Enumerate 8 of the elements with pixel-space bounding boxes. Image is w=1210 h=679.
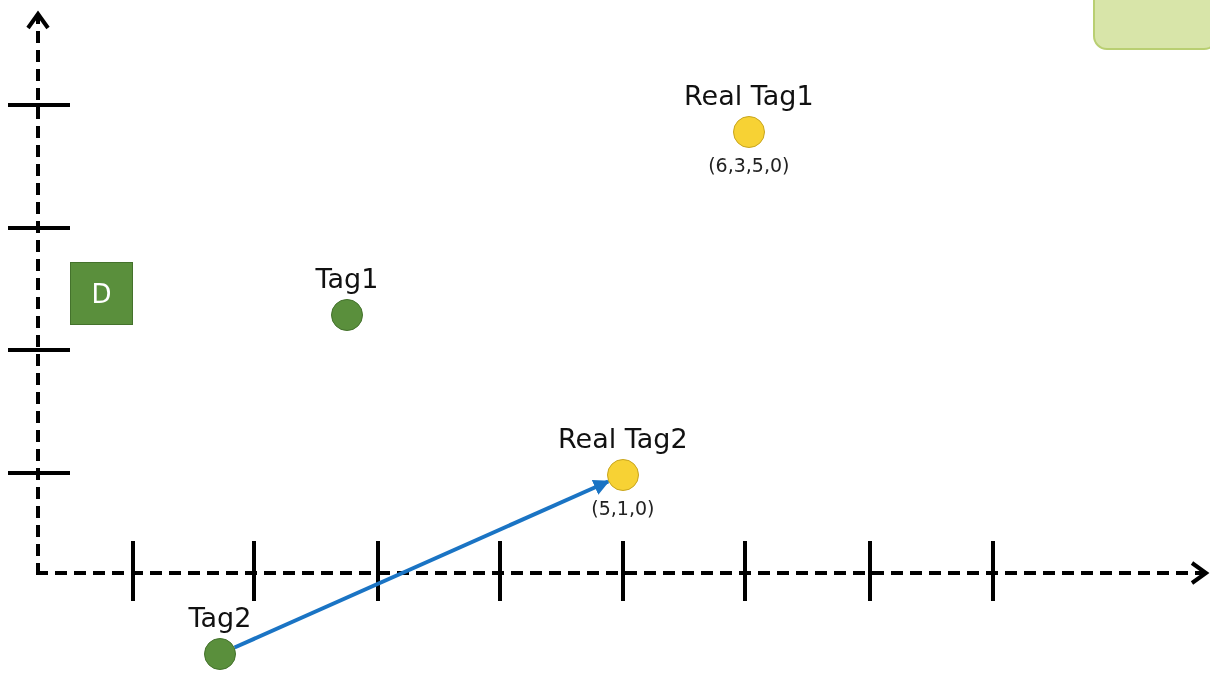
arrow [233,479,610,650]
coordinate-label: (6,3,5,0) [708,154,790,176]
tag-label: Tag2 [188,602,252,634]
tag-label: Real Tag1 [684,80,814,112]
tag-label: Real Tag2 [558,423,688,455]
coordinate-label: (5,1,0) [591,497,655,519]
device-square: D [70,262,133,325]
tag-label: Tag1 [315,263,379,295]
